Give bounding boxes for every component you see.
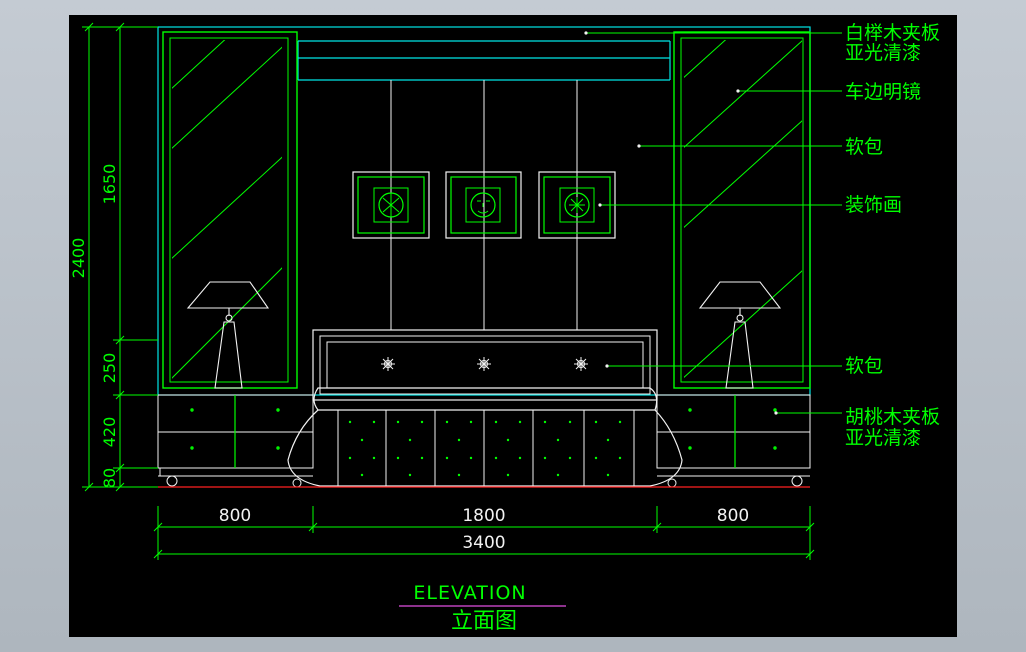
bed — [287, 387, 683, 487]
left-mirror-panel — [162, 31, 298, 389]
label-beveled-mirror: 车边明镜 — [845, 81, 921, 103]
dim-total-height: 2400 — [69, 238, 88, 279]
decorative-painting-left — [352, 171, 430, 239]
leader-lines — [586, 32, 842, 414]
dim-middle-width: 1800 — [462, 506, 505, 526]
soft-pack-panel-lines — [390, 80, 578, 330]
label-birch-matte-varnish: 亚光清漆 — [845, 42, 921, 64]
headboard — [312, 329, 658, 401]
dim-base-height: 80 — [100, 468, 119, 488]
left-bedside-lamp — [186, 281, 270, 389]
left-side-cabinet — [157, 394, 314, 488]
vertical-dimension-lines — [82, 22, 158, 492]
label-birch-plywood: 白榉木夹板 — [845, 22, 940, 44]
right-bedside-lamp — [698, 281, 782, 389]
label-walnut-matte-varnish: 亚光清漆 — [845, 427, 921, 449]
drawing-canvas — [69, 15, 957, 637]
dim-upper-height: 1650 — [100, 164, 119, 205]
leader-dots — [584, 31, 778, 415]
dim-cabinet-height: 420 — [100, 417, 119, 448]
right-side-cabinet — [656, 394, 811, 488]
title-chinese: 立面图 — [451, 609, 517, 634]
horizontal-dimension-lines — [153, 506, 815, 560]
dim-left-width: 800 — [219, 506, 251, 526]
decorative-painting-center — [445, 171, 522, 239]
title-english: ELEVATION — [413, 582, 526, 604]
dim-total-width: 3400 — [462, 533, 505, 553]
label-soft-pack-wall: 软包 — [845, 136, 883, 158]
decorative-painting-right — [538, 171, 616, 239]
right-mirror-panel — [673, 31, 811, 389]
dim-headboard-height: 250 — [100, 353, 119, 384]
dim-right-width: 800 — [717, 506, 749, 526]
label-soft-pack-headboard: 软包 — [845, 355, 883, 377]
label-walnut-plywood: 胡桃木夹板 — [845, 406, 940, 428]
label-decorative-painting: 装饰画 — [845, 194, 902, 216]
